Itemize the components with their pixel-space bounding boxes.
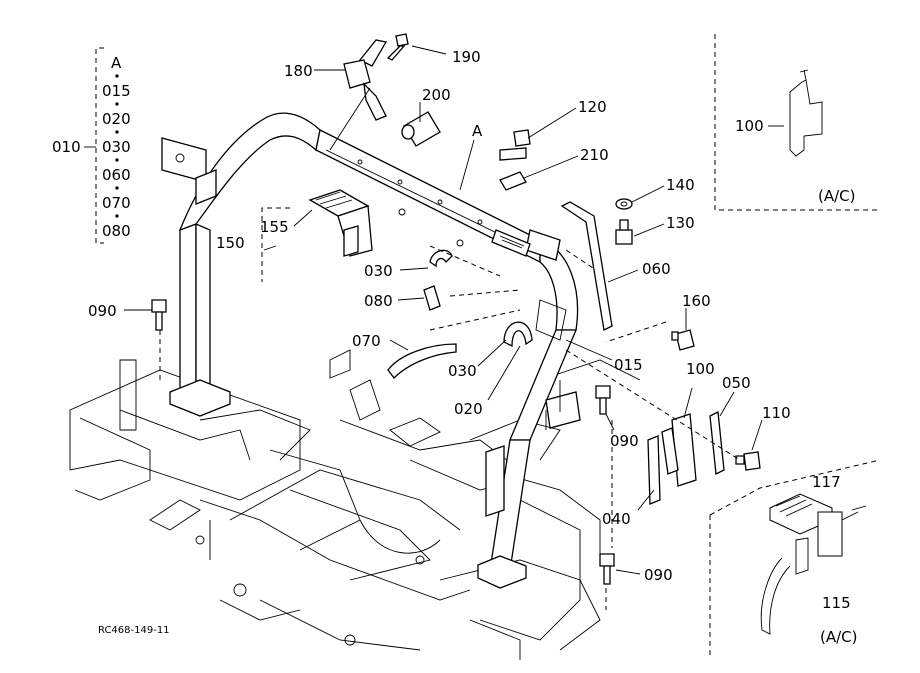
callout-060: 060 [642,260,671,278]
part-080-spacer [423,285,441,311]
callout-140: 140 [666,176,695,194]
callout-050: 050 [722,374,751,392]
callout-190: 190 [452,48,481,66]
part-090-bolt-a [151,299,167,331]
inset-bottom-note: (A/C) [820,628,858,646]
callout-100-inset: 100 [735,117,764,135]
callout-210: 210 [580,146,609,164]
part-030-clamp-a [429,249,453,268]
callout-200: 200 [422,86,451,104]
kit-item-080: 080 [102,222,131,240]
part-100-cover [661,413,697,487]
leader-lines [124,45,763,610]
chassis-structure [69,349,641,660]
part-090-bolt-c [599,553,615,585]
callout-100: 100 [686,360,715,378]
callout-110: 110 [762,404,791,422]
figure-code: RC468-149-11 [98,625,170,636]
part-200-pin [401,111,441,147]
part-180-lever [343,39,388,121]
part-040-hose [647,435,661,505]
inset-ac-bottom: 117 115 (A/C) [709,459,881,655]
callout-150: 150 [216,234,245,252]
callout-090-c: 090 [644,566,673,584]
callout-070: 070 [352,332,381,350]
callout-015: 015 [614,356,643,374]
inset-cover-part [789,79,823,157]
kit-bracket [95,47,104,244]
inset-top-note: (A/C) [818,187,856,205]
part-190-bolt [386,33,409,61]
callout-040: 040 [602,510,631,528]
part-060-rod [560,201,613,331]
part-160-bolt [671,329,695,351]
callout-030-b: 030 [448,362,477,380]
kit-item-a: A [111,54,122,72]
kit-label: 010 [52,138,81,156]
rops-frame-a [161,112,581,589]
callout-090-a: 090 [88,302,117,320]
part-140-washer [615,198,633,210]
part-130-nut [615,219,633,245]
inset-bottom-border [709,459,881,516]
callout-160: 160 [682,292,711,310]
kit-item-060: 060 [102,166,131,184]
inset-top-border [714,34,880,211]
callout-a: A [472,122,483,140]
callout-115: 115 [822,594,851,612]
part-090-bolt-b [595,385,611,415]
part-120-clip [499,129,531,161]
inset-ac-top: 100 (A/C) [714,34,880,211]
part-110-bolt [735,451,761,471]
callout-030-a: 030 [364,262,393,280]
kit-item-070: 070 [102,194,131,212]
kit-item-020: 020 [102,110,131,128]
callouts: 190 180 200 A 120 210 140 130 060 160 01… [88,48,791,584]
bracket-150-group [261,207,290,282]
kit-list-010: 010 A 015 020 030 060 070 080 [52,47,131,244]
callout-020: 020 [454,400,483,418]
part-030-clamp-b [503,321,533,348]
inset-hose-part [760,557,791,635]
callout-180: 180 [284,62,313,80]
part-210-plate [499,171,527,191]
callout-155: 155 [260,218,289,236]
kit-dots [115,74,119,218]
callout-090-b: 090 [610,432,639,450]
part-070-strap [387,343,457,379]
callout-130: 130 [666,214,695,232]
callout-120: 120 [578,98,607,116]
kit-item-015: 015 [102,82,131,100]
callout-117: 117 [812,473,841,491]
kit-item-030: 030 [102,138,131,156]
callout-080: 080 [364,292,393,310]
part-155-bracket [308,189,373,257]
part-050-tube [709,410,725,476]
